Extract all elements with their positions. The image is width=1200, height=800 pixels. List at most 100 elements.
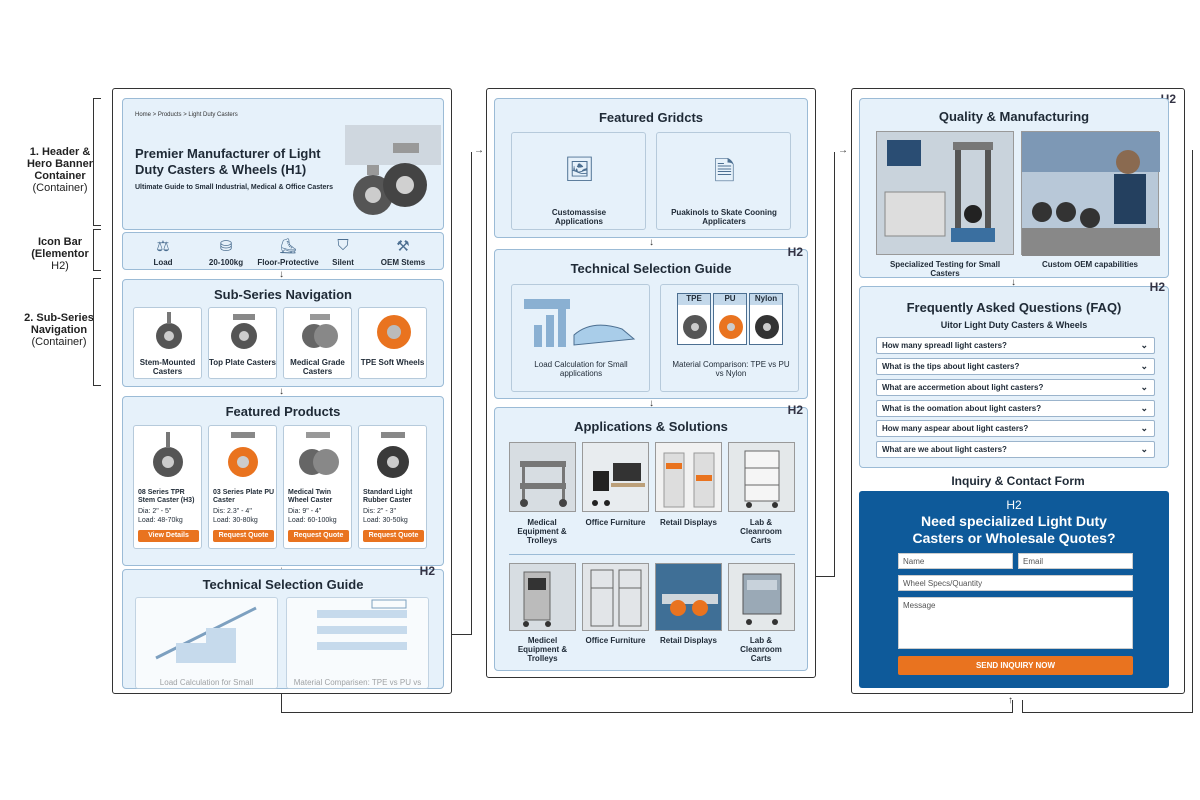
icon-bar-item-floor: ⛸ Floor-Protective: [255, 237, 321, 267]
featured-products: Featured Products 08 Series TPR Stem Cas…: [122, 396, 444, 566]
material-pu: PU: [713, 293, 747, 345]
faq-item[interactable]: What is the oomation about light casters…: [876, 400, 1155, 417]
request-quote-button[interactable]: Request Quote: [213, 530, 274, 542]
arrow-right-icon: →: [838, 145, 848, 156]
view-details-button[interactable]: View Details: [138, 530, 199, 542]
tech-card-material: Material Comparisen: TPE vs PU vs: [286, 597, 429, 689]
email-field[interactable]: Email: [1018, 553, 1133, 569]
specs-field[interactable]: Wheel Specs/Quantity: [898, 575, 1133, 591]
subseries-card-stem[interactable]: Stem-Mounted Casters: [133, 307, 202, 379]
product-name: 08 Series TPR Stem Caster (H3): [138, 489, 202, 505]
applications-title: Applications & Solutions: [495, 419, 807, 434]
product-load: Load: 30-50kg: [363, 517, 408, 525]
app-tile-retail[interactable]: Retail Displays: [655, 442, 722, 552]
stem-icon: ⚒: [373, 237, 433, 255]
column-3-wireframe: H2 Quality & Manufacturing Specialized T…: [851, 88, 1185, 694]
app-tile-lab[interactable]: Lab & Cleanroom Carts: [728, 442, 795, 552]
faq-item[interactable]: How many aspear about light casters?⌄: [876, 420, 1155, 437]
app-tile-office[interactable]: Office Furniture: [582, 563, 649, 668]
column-2-wireframe: Featured Gridcts 🖼 Customassise Applicat…: [486, 88, 816, 678]
connector-line: [471, 152, 472, 635]
weight-icon: ⚖: [143, 237, 183, 255]
subseries-card-plate[interactable]: Top Plate Casters: [208, 307, 277, 379]
faq-item[interactable]: What are we about light casters?⌄: [876, 441, 1155, 458]
hero-banner: Home > Products > Light Duty Casters Pre…: [122, 98, 444, 230]
inquiry-title: Inquiry & Contact Form: [852, 474, 1184, 488]
h2-tag: H2: [788, 245, 803, 259]
material-tpe: TPE: [677, 293, 711, 345]
breadcrumb[interactable]: Home > Products > Light Duty Casters: [135, 112, 238, 118]
bracket-subseries: [93, 278, 101, 386]
hero-subtitle: Ultimate Guide to Small Industrial, Medi…: [135, 184, 355, 191]
featured-grid-card-custom[interactable]: 🖼 Customassise Applications: [511, 132, 646, 230]
connector-line: [1192, 150, 1193, 713]
subseries-card-tpe[interactable]: TPE Soft Wheels: [358, 307, 427, 379]
app-tile-medical[interactable]: Medical Equipment & Trolleys: [509, 442, 576, 552]
request-quote-button[interactable]: Request Quote: [288, 530, 349, 542]
product-name: Standard Light Rubber Caster: [363, 489, 427, 505]
faq-item[interactable]: What are accermetion about light casters…: [876, 379, 1155, 396]
product-dia: Dia: 2" - 5": [138, 508, 171, 516]
product-dia: Dia: 9" - 4": [288, 508, 321, 516]
product-load: Load: 48-70kg: [138, 517, 183, 525]
hero-caster-image: [345, 125, 441, 223]
floor-protect-icon: ⛸: [255, 237, 321, 255]
faq-item[interactable]: How many spreadl light casters?⌄: [876, 337, 1155, 354]
featured-grid-card-skate[interactable]: 🗎 Puakinols to Skate Cooning Applicaters: [656, 132, 791, 230]
tech-card-load: Load Calculation for Small applications: [511, 284, 650, 392]
product-name: Medical Twin Wheel Caster: [288, 489, 352, 505]
app-tile-lab[interactable]: Lab & Cleanroom Carts: [728, 563, 795, 668]
app-tile-medical[interactable]: Medicel Equipment & Trolleys: [509, 563, 576, 668]
arrow-up-icon: ↑: [1008, 695, 1013, 706]
side-label-icon-bar: Icon Bar (Elementor H2): [20, 236, 100, 272]
h2-tag: H2: [788, 403, 803, 417]
request-quote-button[interactable]: Request Quote: [363, 530, 424, 542]
featured-grid: Featured Gridcts 🖼 Customassise Applicat…: [494, 98, 808, 238]
product-card: Standard Light Rubber Caster Dis: 2" - 3…: [358, 425, 427, 549]
subseries-nav: Sub-Series Navigation Stem-Mounted Caste…: [122, 279, 444, 387]
connector-line: [281, 712, 1013, 713]
tech-guide-title: Technical Selection Guide: [123, 577, 443, 592]
featured-products-title: Featured Products: [123, 404, 443, 419]
name-field[interactable]: Name: [898, 553, 1013, 569]
hero-title: Premier Manufacturer of Light Duty Caste…: [135, 146, 345, 178]
message-field[interactable]: Message: [898, 597, 1133, 649]
connector-line: [1022, 712, 1193, 713]
quality-title: Quality & Manufacturing: [860, 109, 1168, 124]
subseries-card-medical[interactable]: Medical Grade Casters: [283, 307, 352, 379]
icon-bar-item-range: ⛁ 20-100kg: [201, 237, 251, 267]
h2-tag: H2: [859, 498, 1169, 512]
material-nylon: Nylon: [749, 293, 783, 345]
product-dia: Dis: 2.3" - 4": [213, 508, 252, 516]
quality-card-oem: Custom OEM capabilities: [1021, 131, 1159, 271]
chevron-down-icon: ⌄: [1140, 423, 1148, 434]
tech-card-load: Load Calculation for Small: [135, 597, 278, 689]
subseries-title: Sub-Series Navigation: [123, 287, 443, 302]
faq-subtitle: Uitor Light Duty Casters & Wheels: [860, 320, 1168, 330]
arrow-down-icon: ↓: [649, 237, 654, 248]
product-card: 03 Series Plate PU Caster Dis: 2.3" - 4"…: [208, 425, 277, 549]
icon-bar-item-oem: ⚒ OEM Stems: [373, 237, 433, 267]
tech-card-material: TPE PU Nylon Material Comparison: TPE vs…: [660, 284, 799, 392]
faq-item[interactable]: What is the tips about light casters?⌄: [876, 358, 1155, 375]
quality-card-testing: Specialized Testing for Small Casters: [876, 131, 1014, 271]
form-heading: Need specialized Light Duty Casters or W…: [899, 513, 1129, 547]
quality-manufacturing: Quality & Manufacturing Specialized Test…: [859, 98, 1169, 278]
connector-line: [834, 152, 835, 577]
product-load: Load: 60-100kg: [288, 517, 337, 525]
app-tile-office[interactable]: Office Furniture: [582, 442, 649, 552]
app-tile-retail[interactable]: Retail Displays: [655, 563, 722, 668]
send-inquiry-button[interactable]: SEND INQUIRY NOW: [898, 656, 1133, 675]
side-label-subseries: 2. Sub-Series Navigation (Container): [16, 312, 102, 348]
arrow-right-icon: →: [474, 145, 484, 156]
featured-grid-title: Featured Gridcts: [495, 110, 807, 125]
connector-line: [816, 576, 834, 577]
tech-guide-col2: Technical Selection Guide H2 Load Calcul…: [494, 249, 808, 399]
product-dia: Dis: 2" - 3": [363, 508, 396, 516]
bracket-header-hero: [93, 98, 101, 226]
shield-icon: ⛉: [323, 237, 363, 254]
inquiry-form: H2 Need specialized Light Duty Casters o…: [859, 491, 1169, 688]
image-icon: 🖼: [512, 155, 647, 184]
chevron-down-icon: ⌄: [1140, 382, 1148, 393]
kettlebell-icon: ⛁: [201, 237, 251, 255]
